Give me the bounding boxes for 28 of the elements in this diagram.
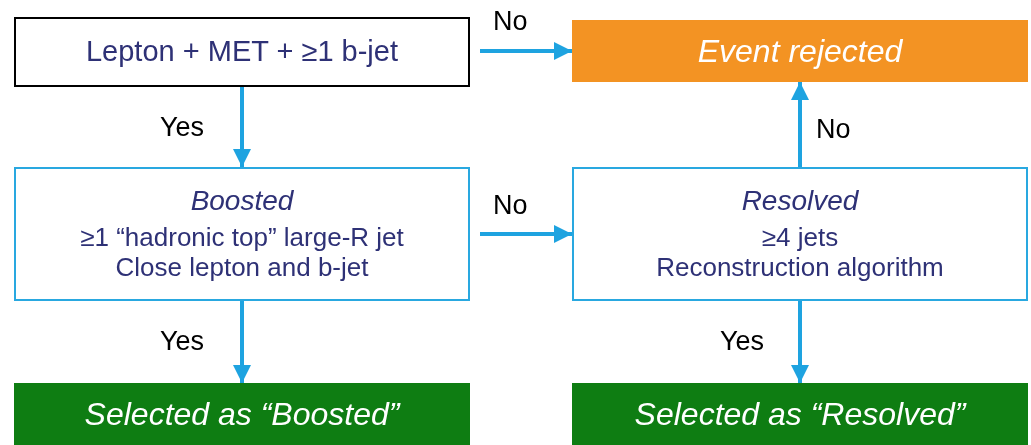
box-text: ≥4 jets bbox=[761, 223, 839, 254]
edge-label: Yes bbox=[160, 112, 205, 143]
edge-label: Yes bbox=[720, 326, 765, 357]
result-box bbox=[14, 383, 470, 445]
box-heading: Resolved bbox=[741, 185, 859, 218]
arrow bbox=[233, 301, 251, 383]
edge-label: Yes bbox=[160, 326, 205, 357]
result-box bbox=[572, 383, 1028, 445]
box-heading: Boosted bbox=[190, 185, 294, 218]
box-text: Lepton + MET + ≥1 b-jet bbox=[86, 35, 398, 69]
box-text: Reconstruction algorithm bbox=[656, 253, 944, 283]
box-text: ≥1 “hadronic top” large-R jet bbox=[80, 223, 404, 254]
arrow bbox=[233, 87, 251, 167]
arrow bbox=[480, 42, 572, 60]
arrow bbox=[480, 225, 572, 243]
arrow bbox=[791, 82, 809, 167]
box-heading: Selected as “Boosted” bbox=[84, 395, 400, 433]
arrow bbox=[791, 301, 809, 383]
edge-label: No bbox=[493, 190, 528, 221]
selection-box bbox=[572, 167, 1028, 301]
box-text: Close lepton and b-jet bbox=[115, 253, 369, 283]
selection-box bbox=[14, 167, 470, 301]
result-box bbox=[572, 20, 1028, 82]
edge-label: No bbox=[493, 6, 528, 37]
condition-box bbox=[14, 17, 470, 87]
box-heading: Selected as “Resolved” bbox=[634, 395, 966, 433]
box-heading: Event rejected bbox=[697, 32, 903, 70]
edge-label: No bbox=[816, 114, 851, 145]
